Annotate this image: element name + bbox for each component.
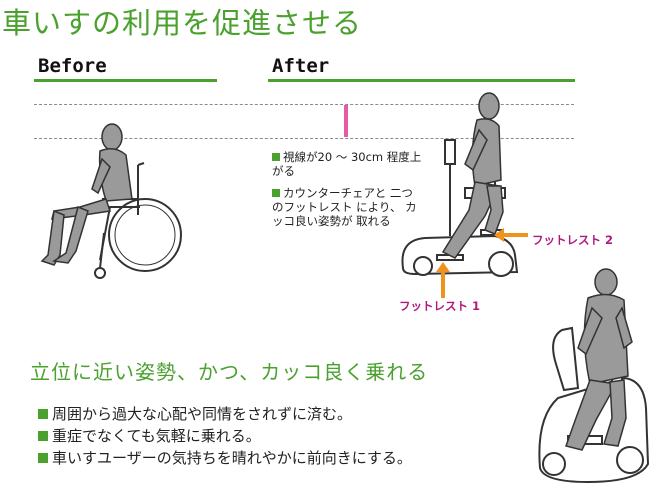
eye-level-line-lower xyxy=(34,138,574,139)
before-wheelchair-illustration xyxy=(40,123,182,279)
square-bullet-icon xyxy=(38,453,48,463)
benefit-text: 重症でなくても気軽に乗れる。 xyxy=(52,427,261,445)
benefit-list: 周囲から過大な心配や同情をされずに済む。 重症でなくても気軽に乗れる。 車いすユ… xyxy=(38,403,412,469)
page-title: 車いすの利用を促進させる xyxy=(2,6,363,40)
list-item: 重症でなくても気軽に乗れる。 xyxy=(38,425,412,447)
after-underline xyxy=(268,79,575,82)
footrest-2-label: フットレスト 2 xyxy=(532,233,614,247)
note-eye-level: 視線が20 ～ 30cm 程度上がる xyxy=(272,150,422,178)
arrow-up-icon xyxy=(436,262,450,298)
before-label: Before xyxy=(38,55,107,77)
eye-level-difference-marker xyxy=(344,105,348,137)
note-counter-chair-text: カウンターチェアと 二つのフットレスト により、 カッコ良い姿勢が 取れる xyxy=(272,186,417,228)
arrow-left-icon xyxy=(494,228,528,242)
list-item: 周囲から過大な心配や同情をされずに済む。 xyxy=(38,403,412,425)
square-bullet-icon xyxy=(38,409,48,419)
after-label: After xyxy=(272,55,330,77)
after-wheelchair-illustration xyxy=(401,92,519,277)
square-bullet-icon xyxy=(272,189,280,197)
list-item: 車いすユーザーの気持ちを晴れやかに前向きにする。 xyxy=(38,447,412,469)
note-counter-chair: カウンターチェアと 二つのフットレスト により、 カッコ良い姿勢が 取れる xyxy=(272,186,422,228)
benefit-text: 車いすユーザーの気持ちを晴れやかに前向きにする。 xyxy=(52,449,412,467)
before-underline xyxy=(34,79,217,82)
subheading: 立位に近い姿勢、かつ、カッコ良く乗れる xyxy=(30,360,429,384)
note-eye-level-text: 視線が20 ～ 30cm 程度上がる xyxy=(272,150,422,178)
wheelchair-perspective-illustration xyxy=(538,268,650,484)
benefit-text: 周囲から過大な心配や同情をされずに済む。 xyxy=(52,405,353,423)
square-bullet-icon xyxy=(38,431,48,441)
eye-level-line-upper xyxy=(34,104,574,105)
square-bullet-icon xyxy=(272,153,280,161)
footrest-1-label: フットレスト 1 xyxy=(399,299,481,313)
